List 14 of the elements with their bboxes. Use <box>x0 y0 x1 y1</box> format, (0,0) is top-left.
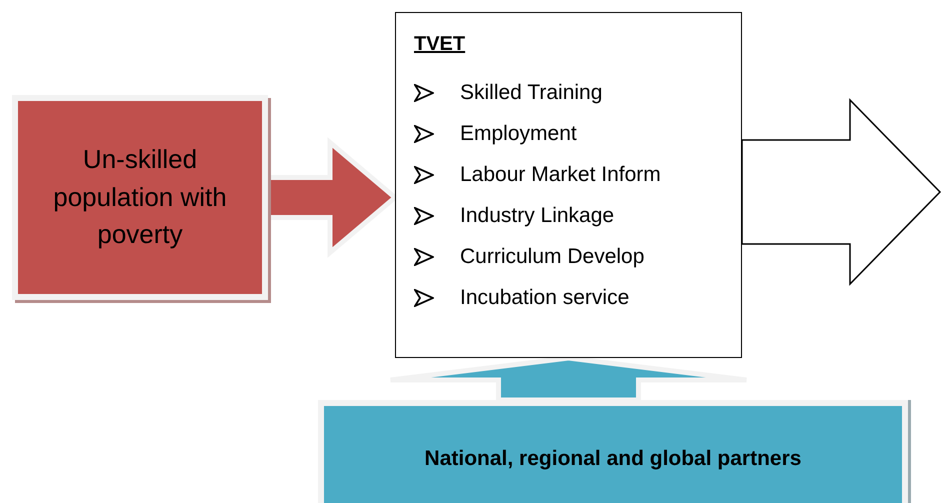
box-heading: TVET <box>414 33 466 56</box>
list-item: Labour Market Inform <box>460 162 661 186</box>
callout-text: National, regional and global partners <box>424 446 802 470</box>
list-item: Incubation service <box>460 286 630 310</box>
callout-text: Un-skilled population with poverty <box>52 142 228 252</box>
callout-box <box>395 12 742 358</box>
block-arrow <box>388 355 749 402</box>
list-item: Skilled Training <box>460 80 602 104</box>
callout-box <box>12 95 268 300</box>
list-item: Employment <box>460 122 577 146</box>
list-item: Industry Linkage <box>460 204 614 228</box>
callout-box <box>318 400 908 503</box>
list-item: Curriculum Develop <box>460 244 644 268</box>
block-arrow <box>741 98 942 286</box>
